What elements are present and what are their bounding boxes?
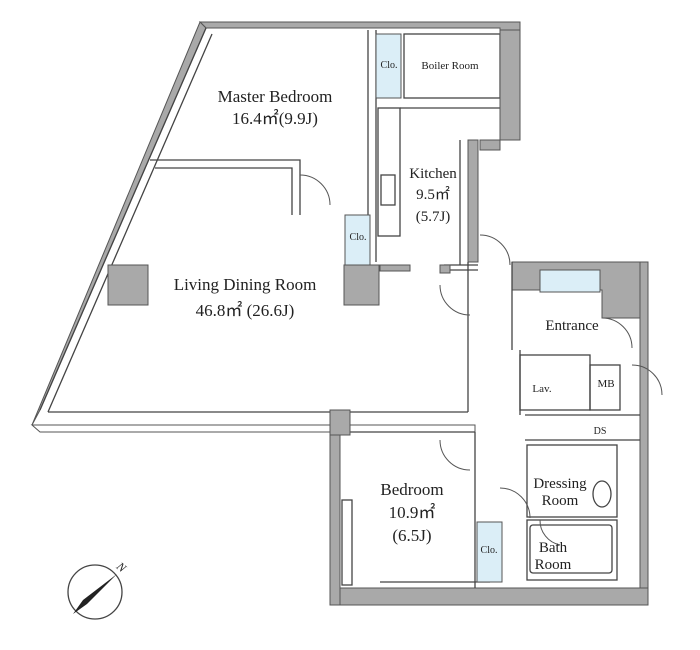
dressing-room-label-2: Room	[541, 493, 579, 509]
bath-room-label-2: Room	[534, 557, 572, 573]
kitchen-name: Kitchen	[409, 166, 457, 182]
master-closet-label: Clo.	[380, 60, 398, 71]
living-dining-area: 46.8㎡ (26.6J)	[195, 301, 295, 320]
bedroom-tatami: (6.5J)	[392, 526, 432, 545]
entrance-label: Entrance	[545, 318, 599, 334]
lavatory-label: Lav.	[532, 383, 552, 395]
door-swings	[299, 174, 663, 546]
master-bedroom-name: Master Bedroom	[217, 87, 333, 106]
master-bedroom-area: 16.4㎡(9.9J)	[232, 109, 318, 128]
living-closet-label: Clo.	[349, 232, 367, 243]
living-dining-name: Living Dining Room	[173, 275, 317, 294]
bedroom-name: Bedroom	[380, 480, 444, 499]
kitchen-area: 9.5㎡	[416, 187, 450, 203]
closets	[344, 33, 601, 583]
north-arrow-icon	[67, 564, 123, 620]
bedroom-area: 10.9㎡	[388, 503, 436, 522]
boiler-room-label: Boiler Room	[421, 60, 479, 72]
duct-space-label: DS	[593, 426, 607, 437]
bedroom-closet-label: Clo.	[480, 545, 498, 556]
columns	[107, 29, 521, 436]
meter-box-label: MB	[597, 378, 615, 390]
bath-room-label-1: Bath	[538, 540, 568, 556]
kitchen-tatami: (5.7J)	[415, 209, 451, 225]
dressing-room-label-1: Dressing	[533, 476, 587, 492]
